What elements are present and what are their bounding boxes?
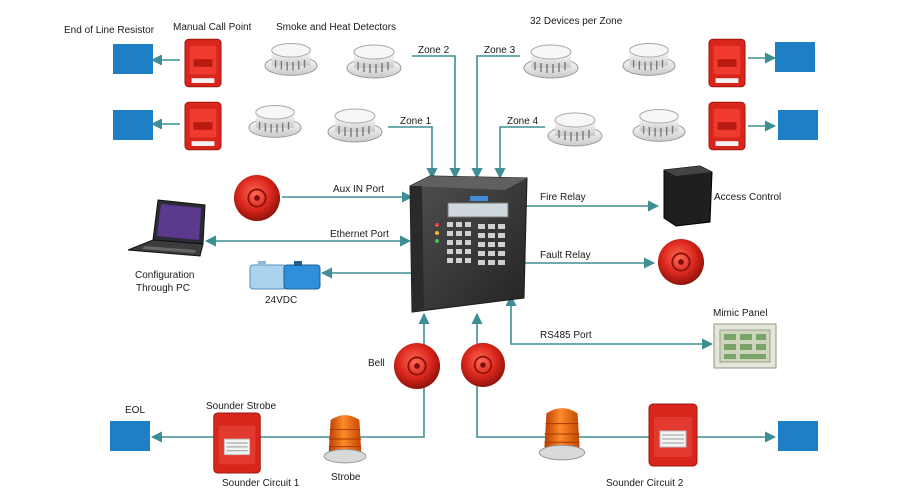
label-24vdc: 24VDC [265, 295, 297, 306]
labels: End of Line Resistor Manual Call Point S… [64, 16, 781, 489]
zone2-wire [412, 55, 461, 180]
eol-resistor-icon [110, 421, 150, 451]
label-zone1: Zone 1 [400, 116, 432, 127]
strobe-beacon-icon [323, 414, 367, 464]
label-sounder-strobe: Sounder Strobe [206, 401, 276, 412]
label-access-control: Access Control [714, 192, 781, 203]
label-configuration-line1: Configuration [135, 270, 194, 281]
strobe-beacon-icon [538, 407, 586, 461]
access-control-box-icon [663, 165, 713, 227]
label-manual-call-point: Manual Call Point [173, 22, 252, 33]
end-of-line-resistor-icon [778, 110, 818, 140]
manual-call-point-icon [708, 101, 746, 151]
fault-relay-bell-icon [656, 238, 706, 286]
mimic-panel-icon [713, 323, 777, 369]
zone3-wire [471, 55, 520, 180]
end-of-line-resistor-icon [778, 421, 818, 451]
smoke-detector-icon [622, 42, 676, 77]
label-zone4: Zone 4 [507, 116, 539, 127]
end-of-line-resistor-icon [775, 42, 815, 72]
smoke-detector-icon [346, 44, 402, 79]
smoke-detector-icon [547, 112, 603, 147]
zone1-wire [388, 126, 438, 180]
smoke-detector-icon [264, 42, 318, 77]
label-fault-relay: Fault Relay [540, 250, 591, 261]
manual-call-point-icon [184, 101, 222, 151]
label-configuration-line2: Through PC [136, 283, 190, 294]
sounder-strobe-icon [213, 412, 261, 474]
manual-call-point-icon [184, 38, 222, 88]
fire-alarm-control-panel-icon [409, 175, 528, 313]
label-smoke-heat-detectors: Smoke and Heat Detectors [276, 22, 396, 33]
battery-icon [249, 261, 321, 290]
zone4-wire [494, 126, 545, 180]
smoke-detector-icon [248, 104, 302, 139]
laptop-icon [127, 199, 206, 257]
smoke-detector-icon [523, 44, 579, 79]
label-mimic-panel: Mimic Panel [713, 308, 767, 319]
label-strobe: Strobe [331, 472, 361, 483]
sounder-circuit1-wire [150, 312, 430, 443]
sounder-strobe-icon [648, 403, 698, 467]
bell-icon [392, 342, 442, 390]
aux-bell-icon [232, 174, 282, 222]
label-eol: EOL [125, 405, 145, 416]
label-bell: Bell [368, 358, 385, 369]
label-sounder-circuit-2: Sounder Circuit 2 [606, 478, 684, 489]
label-ethernet-port: Ethernet Port [330, 229, 389, 240]
label-devices-per-zone: 32 Devices per Zone [530, 16, 623, 27]
smoke-detector-icon [632, 108, 686, 143]
label-zone3: Zone 3 [484, 45, 516, 56]
bell-icon [460, 342, 506, 388]
end-of-line-resistor-icon [113, 110, 153, 140]
label-sounder-circuit-1: Sounder Circuit 1 [222, 478, 300, 489]
manual-call-point-icon [708, 38, 746, 88]
label-fire-relay: Fire Relay [540, 192, 586, 203]
smoke-detector-icon [327, 108, 383, 143]
label-zone2: Zone 2 [418, 45, 450, 56]
label-aux-in-port: Aux IN Port [333, 184, 384, 195]
label-rs485-port: RS485 Port [540, 330, 592, 341]
end-of-line-resistor-icon [113, 44, 153, 74]
label-end-of-line-resistor: End of Line Resistor [64, 25, 155, 36]
